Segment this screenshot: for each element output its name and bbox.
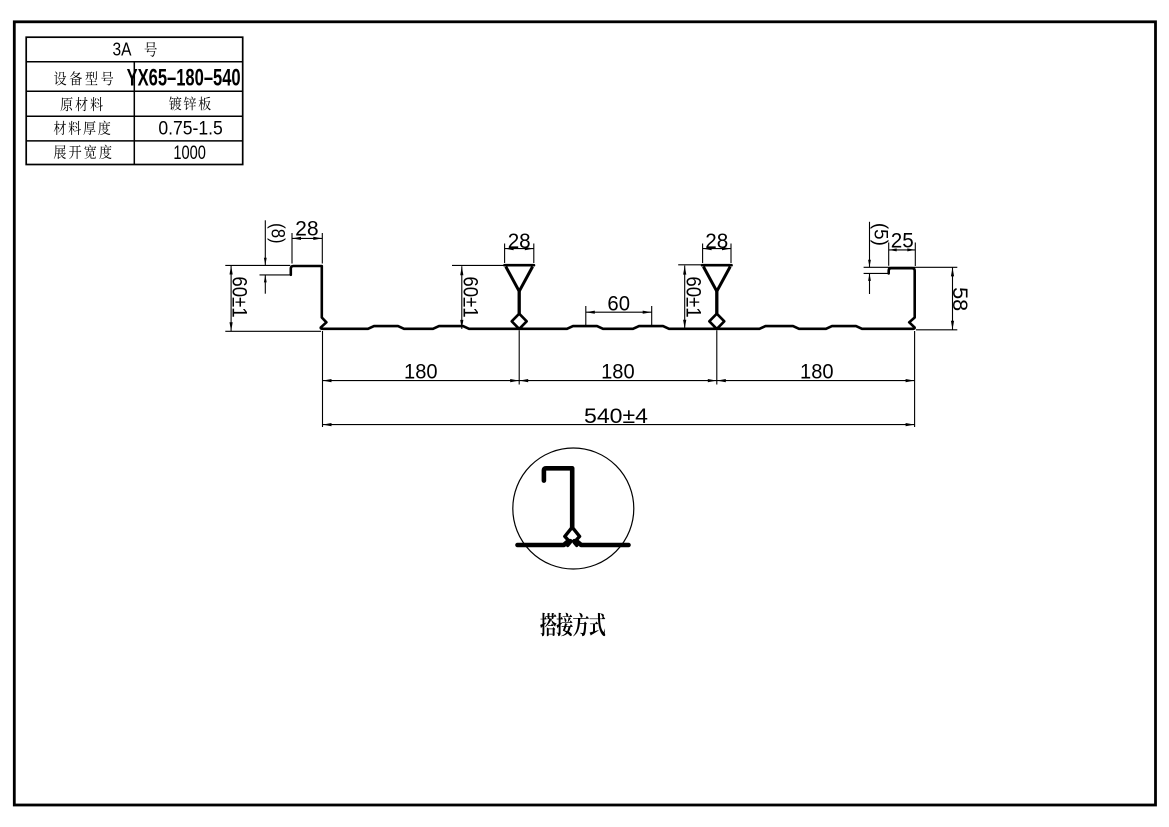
svg-text:(5): (5): [870, 223, 891, 246]
svg-text:60±1: 60±1: [458, 276, 481, 317]
svg-text:1000: 1000: [173, 142, 206, 164]
svg-text:(8): (8): [267, 223, 288, 244]
svg-text:540±4: 540±4: [584, 405, 648, 428]
svg-text:60±1: 60±1: [682, 276, 705, 317]
svg-text:180: 180: [404, 360, 438, 383]
svg-text:25: 25: [891, 230, 914, 253]
svg-text:3A: 3A: [113, 40, 132, 60]
svg-text:58: 58: [948, 287, 971, 311]
svg-text:28: 28: [705, 230, 728, 253]
svg-text:28: 28: [508, 230, 531, 253]
svg-text:180: 180: [800, 360, 834, 383]
svg-text:180: 180: [601, 360, 635, 383]
svg-text:60±1: 60±1: [228, 276, 251, 317]
svg-text:YX65–180–540: YX65–180–540: [127, 64, 241, 91]
svg-text:0.75-1.5: 0.75-1.5: [158, 119, 223, 140]
svg-text:60: 60: [607, 292, 630, 315]
svg-text:28: 28: [295, 218, 319, 241]
